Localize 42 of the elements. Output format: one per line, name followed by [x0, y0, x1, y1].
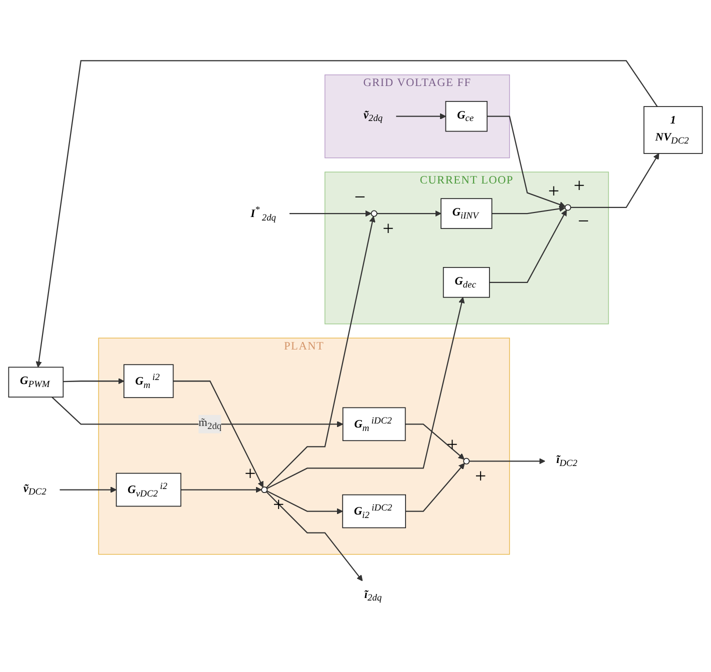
- arrow: [290, 210, 372, 217]
- node-box: G$_{PWM}$: [8, 367, 64, 398]
- sign-label: −: [354, 186, 366, 209]
- node-circle: [370, 210, 378, 218]
- arrow: [52, 396, 344, 428]
- arrow: [396, 114, 446, 120]
- node-box: G$_{dec}$: [442, 267, 490, 298]
- arrow: [405, 424, 465, 460]
- arrow: [180, 486, 262, 494]
- edge-label: m̃$_{2dq}$: [198, 417, 222, 432]
- arrow: [469, 458, 546, 465]
- sign-label: +: [548, 180, 560, 203]
- arrow: [173, 380, 264, 488]
- node-text: ṽ$_{DC2}$: [23, 482, 46, 498]
- arrow: [266, 216, 376, 488]
- arrow: [406, 463, 465, 512]
- sign-label: +: [382, 218, 394, 240]
- arrow: [487, 116, 566, 208]
- sign-label: +: [446, 434, 458, 456]
- arrow: [492, 206, 566, 214]
- arrow: [36, 60, 658, 368]
- sign-label: +: [475, 466, 486, 488]
- arrow: [266, 490, 343, 515]
- sign-label: −: [578, 210, 590, 233]
- node-box: 1 NV$_{DC2}$: [644, 106, 703, 154]
- arrow: [570, 153, 660, 208]
- arrow: [266, 492, 363, 582]
- sign-label: +: [574, 175, 585, 198]
- arrow: [60, 486, 117, 494]
- arrow: [376, 210, 442, 217]
- arrow: [489, 210, 567, 284]
- node-text: ĩ$_{DC2}$: [556, 454, 578, 469]
- node-circle: [261, 486, 268, 494]
- node-text: ĩ$_{2dq}$: [364, 588, 382, 604]
- node-box: G$_{ce}$: [445, 101, 488, 132]
- node-circle: [564, 204, 572, 212]
- arrow: [63, 378, 124, 384]
- node-text: ṽ$_{2dq}$: [363, 109, 383, 124]
- arrow: [266, 297, 465, 490]
- node-box: G$_{iINV}$: [440, 198, 492, 230]
- node-circle: [463, 458, 470, 465]
- sign-label: +: [244, 463, 256, 486]
